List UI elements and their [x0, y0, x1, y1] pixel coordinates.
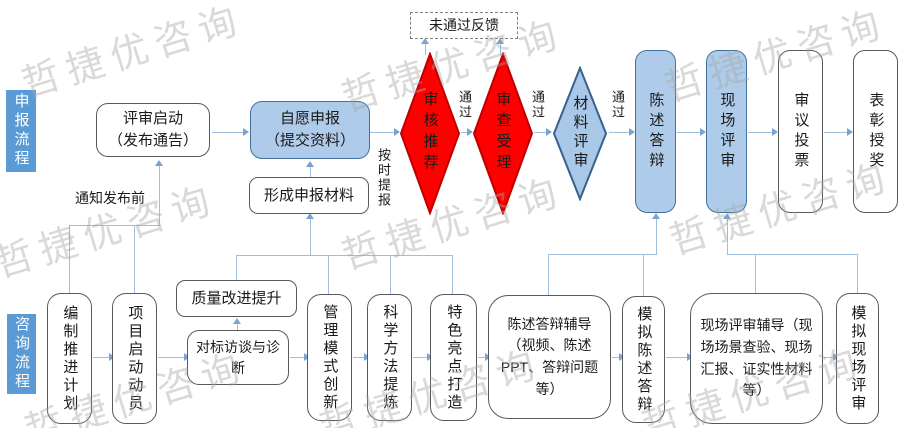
connector-bus-present	[548, 254, 656, 256]
connector	[413, 357, 430, 359]
connector	[212, 132, 246, 134]
connector	[548, 254, 550, 295]
pass-label-1: 通过	[457, 90, 472, 120]
arrowhead	[467, 128, 473, 136]
connector	[478, 357, 488, 359]
connector-feedback-2	[500, 42, 502, 55]
arrowhead	[306, 161, 314, 167]
connector	[755, 254, 757, 293]
diamond-material-review-label: 材料评审	[571, 95, 589, 171]
arrowhead	[155, 160, 163, 166]
arrowhead	[652, 213, 660, 219]
node-fail-feedback: 未通过反馈	[410, 12, 518, 39]
connector	[656, 217, 658, 255]
diamond-review-accept	[472, 52, 534, 215]
diamond-review-recommend-label: 审核推荐	[421, 91, 439, 175]
arrowhead	[723, 213, 731, 219]
node-plan: 编制推进计划	[47, 293, 92, 424]
arrowhead	[700, 128, 706, 136]
connector	[236, 255, 238, 280]
node-review-start: 评审启动 （发布通告）	[96, 103, 210, 157]
arrowhead	[496, 38, 504, 44]
watermark-text: 哲捷优咨询	[17, 0, 250, 107]
connector	[461, 132, 470, 134]
connector	[677, 132, 703, 134]
connector	[612, 357, 622, 359]
connector	[534, 132, 549, 134]
node-mgmt-innovation: 管理模式创新	[307, 294, 352, 421]
connector	[643, 254, 645, 296]
node-mock-onsite: 模拟现场评审	[836, 293, 879, 424]
connector	[609, 132, 632, 134]
connector	[666, 357, 690, 359]
node-kickoff: 项目启动动员	[112, 293, 157, 424]
node-mock-presentation: 模拟陈述答辩	[622, 296, 665, 423]
node-deliberation-vote: 审议投票	[778, 50, 823, 213]
connector	[452, 255, 454, 294]
arrowhead	[233, 318, 241, 324]
connector-bus-left	[236, 255, 453, 257]
connector	[353, 357, 367, 359]
arrowhead	[546, 128, 552, 136]
connector	[93, 357, 112, 359]
arrowhead	[847, 128, 853, 136]
connector-bus-onsite	[727, 254, 857, 256]
node-quality-improve: 质量改进提升	[176, 280, 297, 317]
connector	[857, 254, 859, 293]
connector	[370, 132, 397, 134]
diamond-review-accept-label: 审查受理	[494, 91, 512, 175]
diamond-material-review	[552, 66, 608, 201]
ontime-submit-label: 按时提报	[376, 148, 391, 208]
arrowhead	[243, 128, 249, 136]
connector	[824, 132, 850, 134]
connector	[290, 357, 307, 359]
connector	[748, 132, 775, 134]
notice-before-label: 通知发布前	[75, 190, 145, 206]
connector	[237, 322, 239, 330]
arrowhead	[629, 128, 635, 136]
node-presentation-coaching: 陈述答辩辅导（视频、陈述PPT、答辩问题等）	[488, 295, 611, 419]
connector	[727, 217, 729, 255]
node-onsite-coaching: 现场评审辅导（现场场景查验、现场汇报、证实性材料等）	[690, 293, 823, 424]
connector	[158, 357, 187, 359]
node-form-materials: 形成申报材料	[249, 177, 369, 214]
pass-label-3: 通过	[610, 90, 625, 120]
node-commend-award: 表彰授奖	[853, 50, 898, 213]
node-presentation-defense: 陈述答辩	[635, 50, 676, 213]
node-method-refine: 科学方法提炼	[367, 294, 412, 421]
connector	[310, 165, 312, 177]
arrowhead	[306, 213, 314, 219]
connector-notice	[159, 164, 161, 226]
connector	[134, 225, 136, 293]
diamond-review-recommend	[399, 52, 461, 215]
row-label-application-process: 申报流程	[6, 90, 36, 172]
connector	[69, 225, 71, 293]
node-voluntary-apply: 自愿申报 （提交资料）	[250, 101, 370, 159]
pass-label-2: 通过	[530, 90, 545, 120]
connector	[69, 225, 160, 227]
connector-feedback-1	[425, 42, 427, 55]
arrowhead	[421, 38, 429, 44]
row-label-consulting-process: 咨询流程	[7, 314, 36, 394]
arrowhead	[772, 128, 778, 136]
watermark-text: 哲捷优咨询	[0, 178, 223, 287]
arrowhead	[394, 128, 400, 136]
node-onsite-review: 现场评审	[706, 50, 747, 213]
node-feature-highlight: 特色亮点打造	[430, 294, 477, 421]
node-benchmark-interview: 对标访谈与诊断	[187, 330, 289, 385]
connector	[310, 217, 312, 256]
connector	[328, 255, 330, 294]
connector	[390, 255, 392, 294]
connector	[824, 357, 836, 359]
